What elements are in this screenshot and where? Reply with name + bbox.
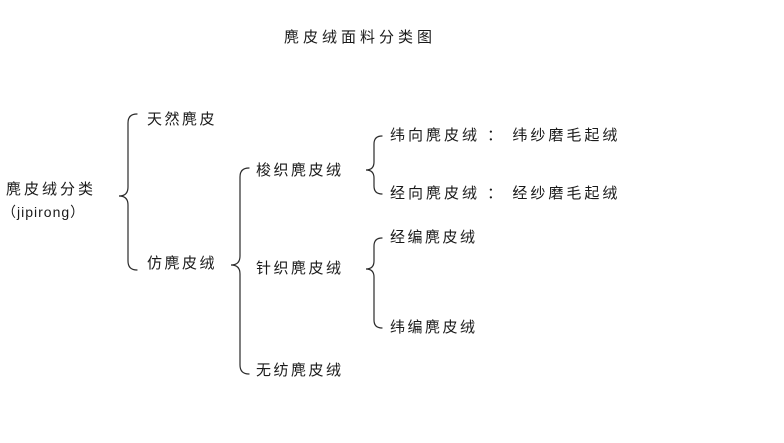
node-knitted-suede: 针织麂皮绒 — [256, 260, 344, 277]
node-imitation-suede: 仿麂皮绒 — [147, 255, 218, 272]
root-label: 麂皮绒分类 — [6, 181, 97, 198]
node-woven-suede: 梭织麂皮绒 — [256, 162, 344, 179]
node-warp-woven-suede: 经向麂皮绒 ： 经纱磨毛起绒 — [390, 185, 621, 202]
node-weft-woven-suede: 纬向麂皮绒 ： 纬纱磨毛起绒 — [390, 127, 621, 144]
node-weft-knit-suede: 纬编麂皮绒 — [390, 319, 478, 336]
node-natural-suede: 天然麂皮 — [147, 111, 218, 128]
brace-root — [118, 113, 138, 271]
brace-woven — [365, 135, 383, 195]
diagram-title: 麂皮绒面料分类图 — [283, 29, 436, 46]
node-nonwoven-suede: 无纺麂皮绒 — [256, 362, 344, 379]
root-romanization: （jipirong） — [2, 204, 86, 220]
brace-imitation — [230, 167, 250, 375]
brace-knitted — [365, 237, 383, 329]
node-warp-knit-suede: 经编麂皮绒 — [390, 229, 478, 246]
